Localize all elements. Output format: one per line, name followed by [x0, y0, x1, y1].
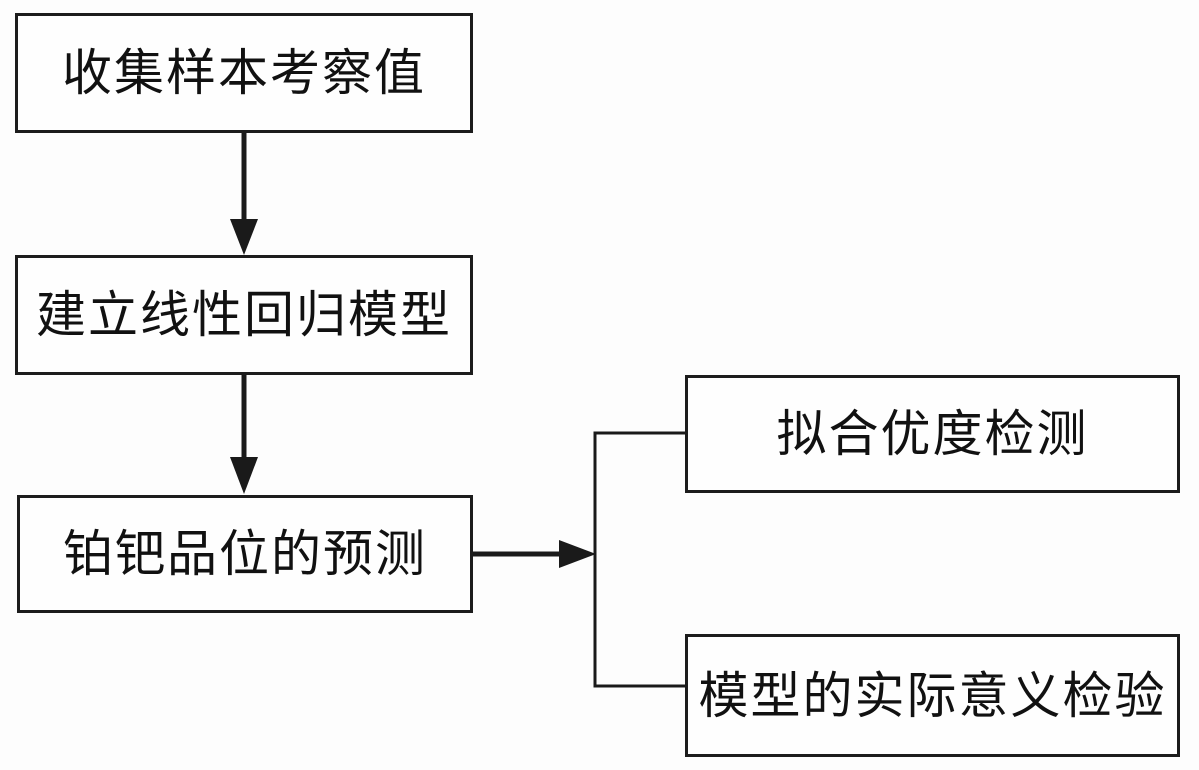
branch-connector [593, 431, 686, 688]
flow-node-collect-samples-label: 收集样本考察值 [62, 45, 426, 101]
flow-node-predict-grade: 铂钯品位的预测 [17, 495, 473, 613]
arrow-predict-to-branch [473, 540, 596, 568]
flow-node-practical-significance-label: 模型的实际意义检验 [698, 667, 1167, 724]
flow-node-collect-samples: 收集样本考察值 [15, 13, 473, 133]
arrow-collect-to-build [230, 133, 258, 255]
flow-node-build-model-label: 建立线性回归模型 [36, 287, 452, 343]
flow-node-goodness-of-fit-label: 拟合优度检测 [776, 406, 1089, 462]
flow-node-goodness-of-fit: 拟合优度检测 [685, 375, 1180, 493]
flow-node-build-model: 建立线性回归模型 [15, 255, 473, 375]
arrow-build-to-predict [230, 375, 258, 494]
flow-node-predict-grade-label: 铂钯品位的预测 [63, 526, 427, 582]
flow-node-practical-significance: 模型的实际意义检验 [685, 634, 1180, 757]
